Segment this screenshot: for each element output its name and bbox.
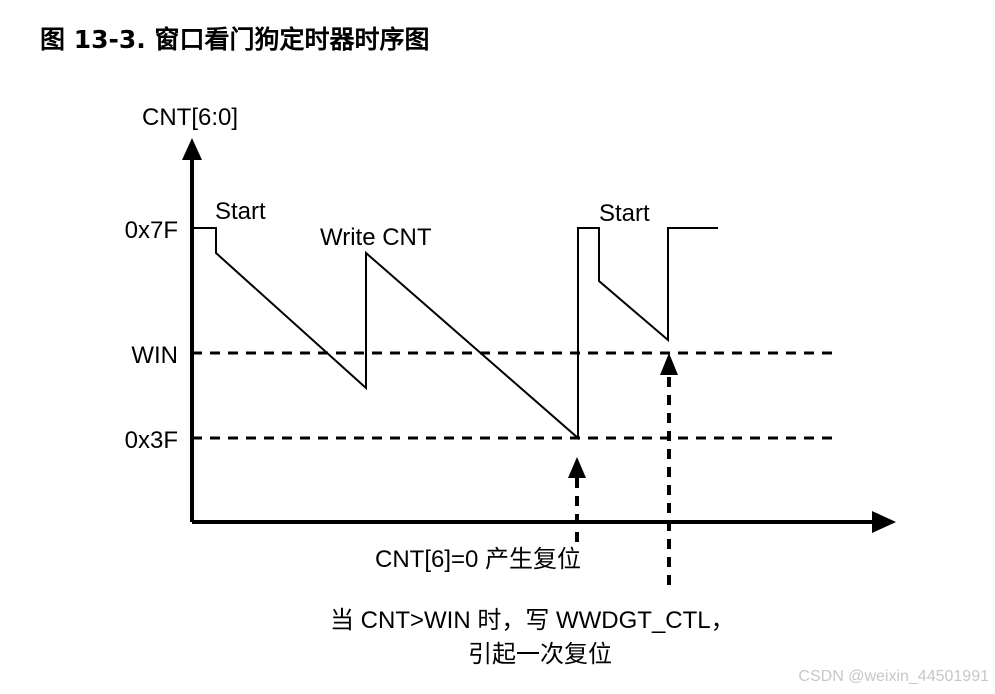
reset-window-caption-line2: 引起一次复位 xyxy=(468,641,612,668)
reset-low-arrowhead xyxy=(568,457,586,478)
level-label-7f: 0x7F xyxy=(125,217,178,244)
level-label-win: WIN xyxy=(131,342,178,369)
start-label-2: Start xyxy=(599,200,650,227)
reset-window-arrowhead xyxy=(660,353,678,375)
reset-low-caption: CNT[6]=0 产生复位 xyxy=(375,546,581,573)
figure-title: 图 13-3. 窗口看门狗定时器时序图 xyxy=(40,25,430,54)
reset-window-caption-line1: 当 CNT>WIN 时，写 WWDGT_CTL， xyxy=(330,607,735,634)
start-label-1: Start xyxy=(215,198,266,225)
y-axis-arrow xyxy=(182,138,202,160)
level-label-3f: 0x3F xyxy=(125,427,178,454)
counter-waveform xyxy=(192,227,718,441)
y-axis-label: CNT[6:0] xyxy=(142,104,238,131)
watermark: CSDN @weixin_44501991 xyxy=(798,668,989,685)
x-axis-arrow xyxy=(872,511,896,533)
write-cnt-label: Write CNT xyxy=(320,224,432,251)
